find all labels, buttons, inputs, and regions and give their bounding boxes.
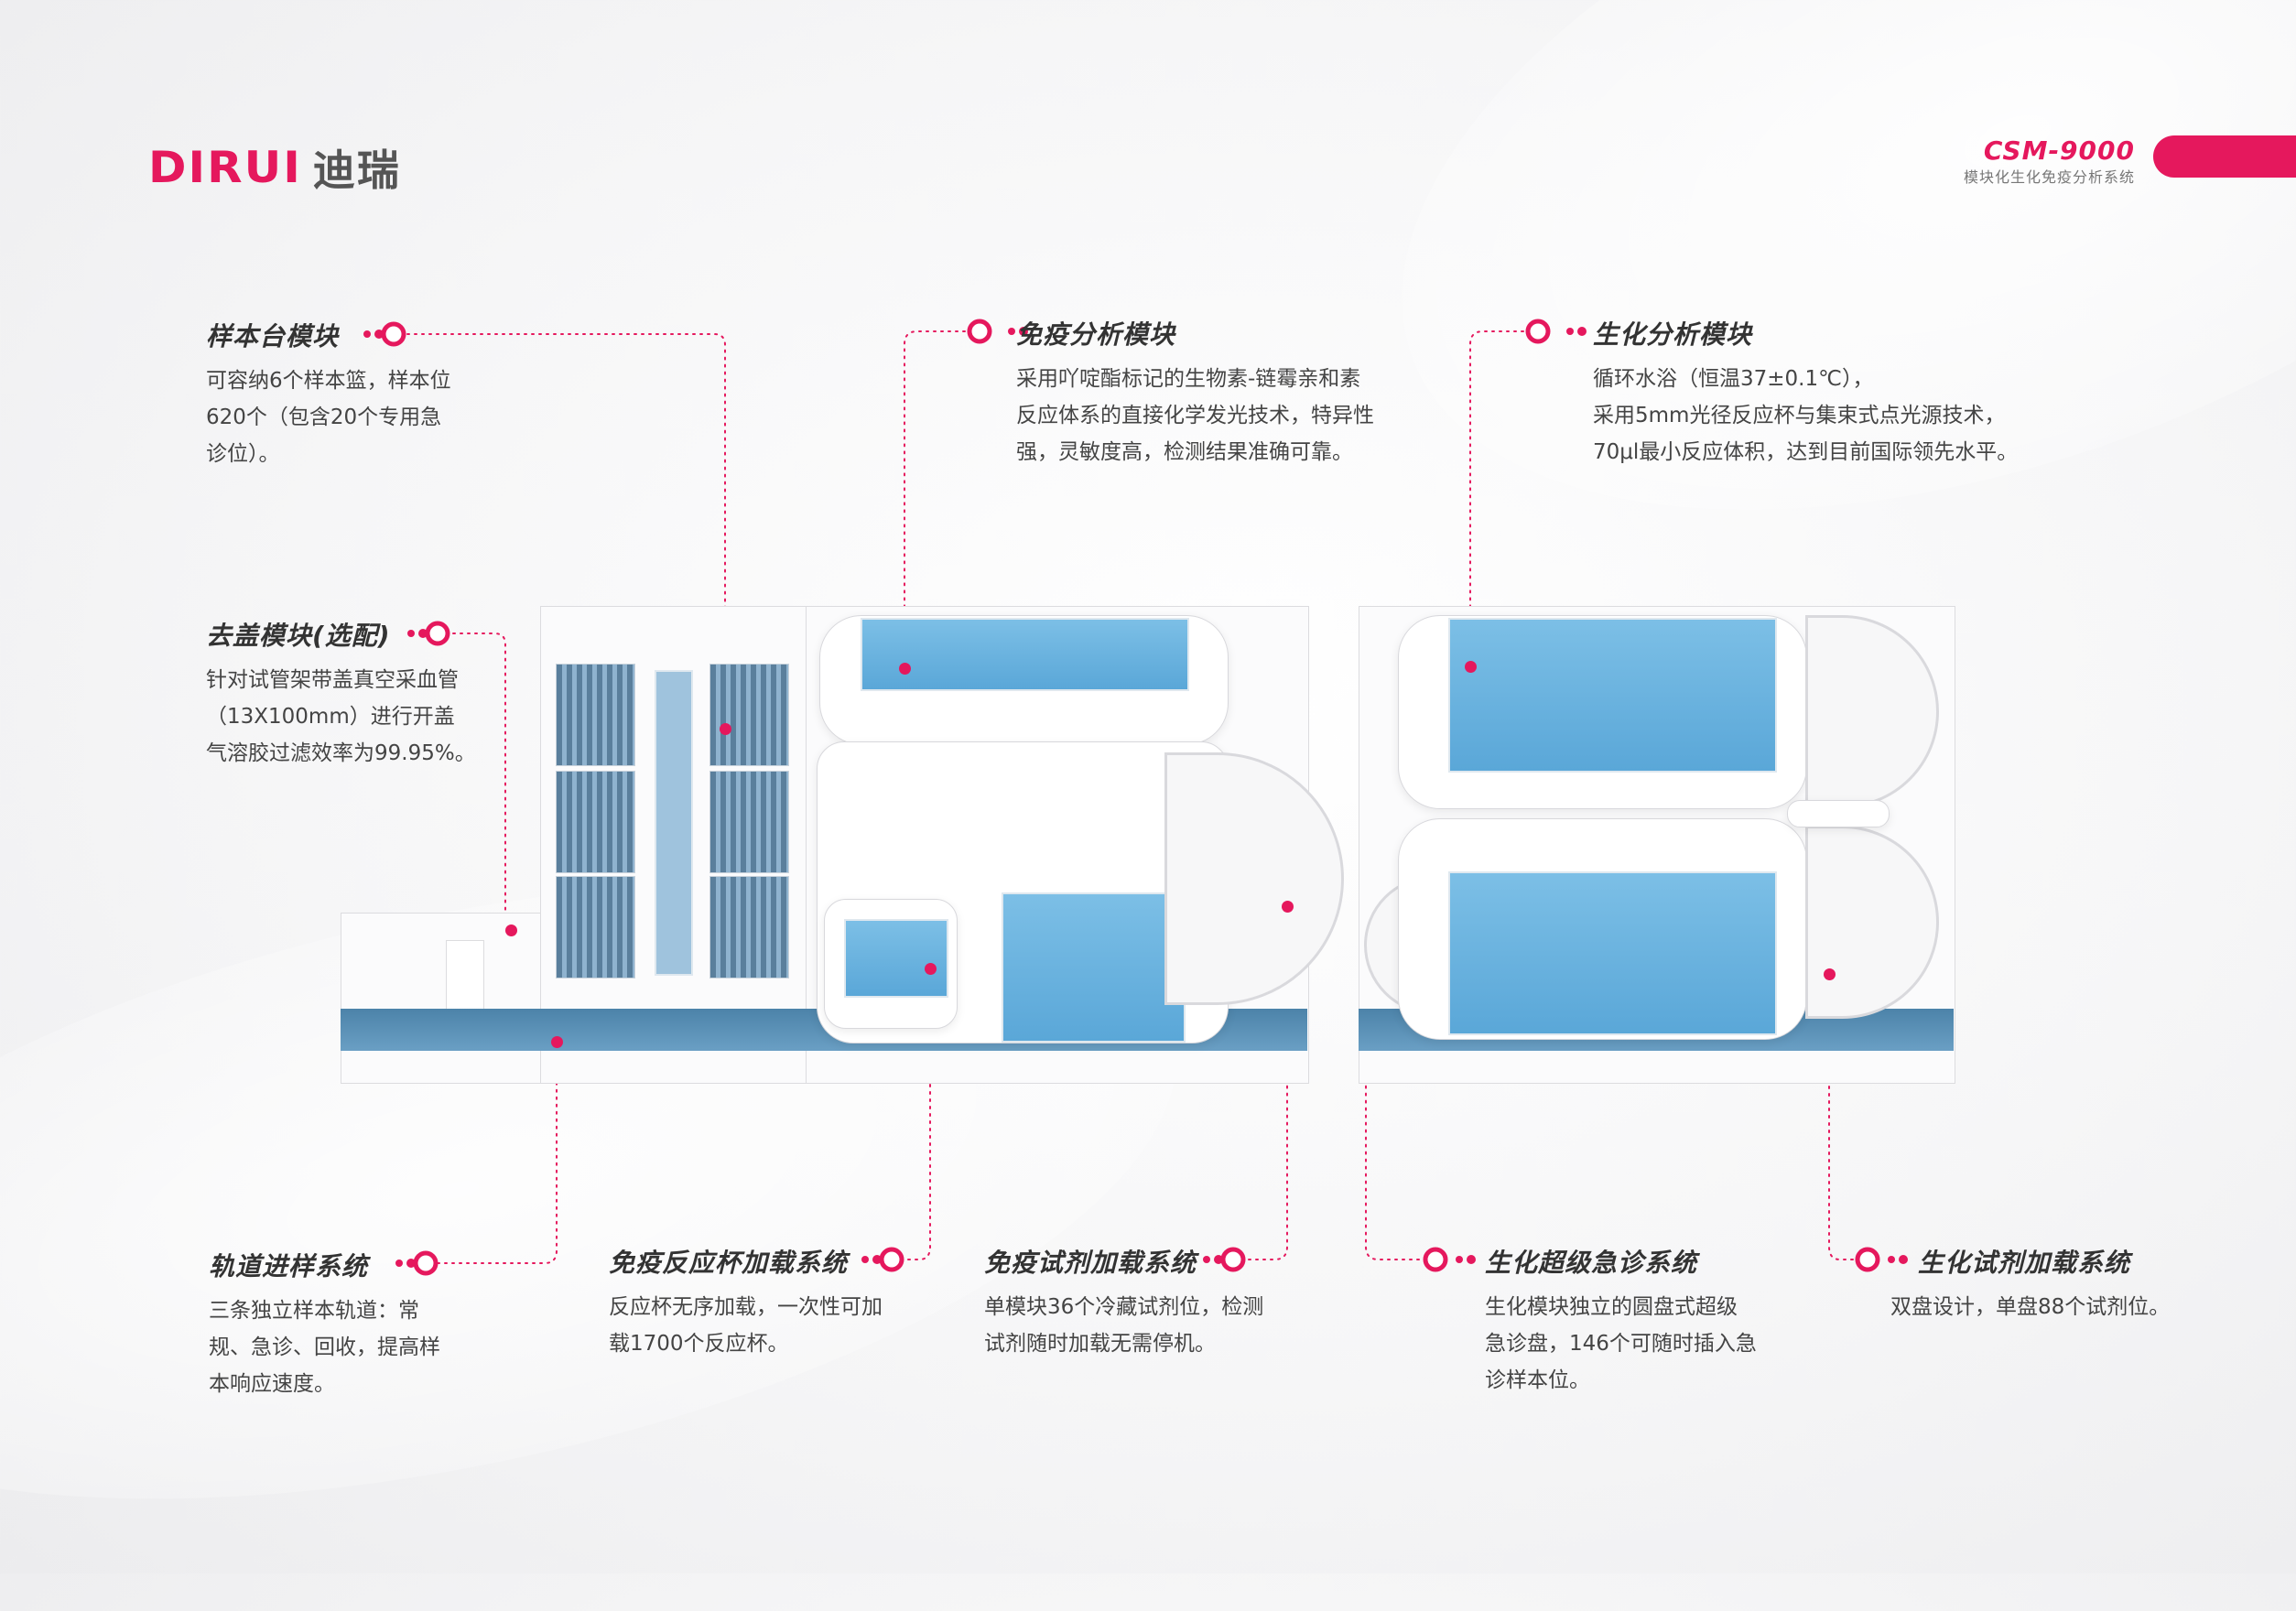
annotation-cuvette: 免疫反应杯加载系统 反应杯无序加载，一次性可加 载1700个反应杯。 (609, 1243, 883, 1362)
model-name: CSM-9000 (1983, 135, 2135, 166)
annotation-title: 轨道进样系统 (209, 1251, 369, 1281)
annotation-text: 载1700个反应杯。 (609, 1332, 789, 1356)
annotation-text: 急诊盘，146个可随时插入急 (1485, 1332, 1757, 1356)
brand-logo: DIRUI 迪瑞 (148, 137, 401, 198)
decap-cover (446, 940, 484, 1013)
annotation-title: 生化试剂加载系统 (1918, 1248, 2131, 1278)
annotation-text: 双盘设计，单盘88个试剂位。 (1890, 1295, 2171, 1319)
annotation-rail: 轨道进样系统 三条独立样本轨道：常 规、急诊、回收，提高样 本响应速度。 (209, 1247, 440, 1402)
annotation-text: 采用吖啶酯标记的生物素-链霉亲和素 (1016, 367, 1361, 391)
annotation-title: 免疫分析模块 (1016, 319, 1176, 350)
model-subtitle: 模块化生化免疫分析系统 (1963, 168, 2135, 186)
annotation-decap: 去盖模块(选配) 针对试管架带盖真空采血管 （13X100mm）进行开盖 气溶胶… (206, 616, 476, 772)
logo-latin: DIRUI (148, 142, 302, 193)
cuvette-window (844, 919, 948, 998)
annotation-immuno: 免疫分析模块 采用吖啶酯标记的生物素-链霉亲和素 反应体系的直接化学发光技术，特… (1016, 315, 1374, 470)
sample-basket (709, 664, 789, 766)
decap-unit (341, 913, 542, 1084)
annotation-text: 70μl最小反应体积，达到目前国际领先水平。 (1593, 440, 2019, 464)
sample-rail-left (341, 1009, 540, 1051)
annotation-title: 去盖模块(选配) (206, 621, 391, 651)
pin-cuvette (925, 963, 937, 975)
annotation-biochem: 生化分析模块 循环水浴（恒温37±0.1℃）， 采用5mm光径反应杯与集束式点光… (1593, 315, 2018, 470)
title-markers (363, 319, 1908, 1276)
annotation-text: 单模块36个冷藏试剂位，检测 (984, 1295, 1264, 1319)
sample-window (655, 670, 693, 976)
annotation-text: 强，灵敏度高，检测结果准确可靠。 (1016, 440, 1353, 464)
annotation-stat: 生化超级急诊系统 生化模块独立的圆盘式超级 急诊盘，146个可随时插入急 诊样本… (1485, 1243, 1757, 1399)
sample-basket (709, 771, 789, 873)
annotation-sample-platform: 样本台模块 可容纳6个样本篮，样本位 620个（包含20个专用急 诊位）。 (206, 317, 451, 472)
annotation-text: 反应体系的直接化学发光技术，特异性 (1016, 404, 1374, 427)
pin-immuno-reagent (1282, 901, 1294, 913)
logo-cn: 迪瑞 (312, 146, 401, 195)
annotation-text: 三条独立样本轨道：常 (209, 1299, 419, 1323)
sample-basket (556, 771, 635, 873)
annotation-text: 气溶胶过滤效率为99.95%。 (206, 741, 476, 765)
annotation-title: 生化超级急诊系统 (1485, 1248, 1698, 1278)
annotation-text: 生化模块独立的圆盘式超级 (1485, 1295, 1738, 1319)
sample-basket (709, 876, 789, 978)
annotation-text: 反应杯无序加载，一次性可加 (609, 1295, 883, 1319)
biochem-reagent-arm (1787, 800, 1890, 827)
pin-decap (505, 924, 517, 936)
sample-basket (556, 664, 635, 766)
annotation-biochem-reagent: 生化试剂加载系统 双盘设计，单盘88个试剂位。 (1890, 1243, 2170, 1325)
annotation-text: 针对试管架带盖真空采血管 (206, 668, 459, 692)
annotation-title: 免疫试剂加载系统 (984, 1248, 1197, 1278)
pin-rail (551, 1036, 563, 1048)
model-accent-bar (2153, 135, 2296, 178)
biochem-upper-window (1448, 618, 1777, 773)
annotation-text: 诊样本位。 (1485, 1368, 1590, 1392)
annotation-text: 可容纳6个样本篮，样本位 (206, 369, 451, 393)
annotation-title: 样本台模块 (206, 321, 340, 351)
annotation-title: 生化分析模块 (1593, 319, 1753, 350)
pin-biochem-reagent (1824, 968, 1836, 980)
annotation-text: 诊位）。 (206, 442, 280, 466)
sample-basket (556, 876, 635, 978)
annotation-immuno-reagent: 免疫试剂加载系统 单模块36个冷藏试剂位，检测 试剂随时加载无需停机。 (984, 1243, 1263, 1362)
annotation-text: 本响应速度。 (209, 1372, 335, 1396)
pin-sample-platform (720, 723, 731, 735)
biochem-lower-window (1448, 871, 1777, 1035)
analyzer-illustration (341, 606, 1955, 1084)
annotation-text: 规、急诊、回收，提高样 (209, 1335, 440, 1359)
annotation-text: 试剂随时加载无需停机。 (984, 1332, 1216, 1356)
pin-immuno (899, 663, 911, 675)
annotation-text: 采用5mm光径反应杯与集束式点光源技术， (1593, 404, 2006, 427)
immuno-upper-window (861, 618, 1189, 691)
pin-biochem (1465, 661, 1477, 673)
annotation-text: 620个（包含20个专用急 (206, 405, 442, 429)
annotation-text: （13X100mm）进行开盖 (206, 705, 455, 729)
sample-rail (540, 1009, 806, 1051)
annotation-title: 免疫反应杯加载系统 (609, 1248, 849, 1278)
annotation-text: 循环水浴（恒温37±0.1℃）， (1593, 367, 1874, 391)
connector-lines (406, 330, 1861, 1264)
